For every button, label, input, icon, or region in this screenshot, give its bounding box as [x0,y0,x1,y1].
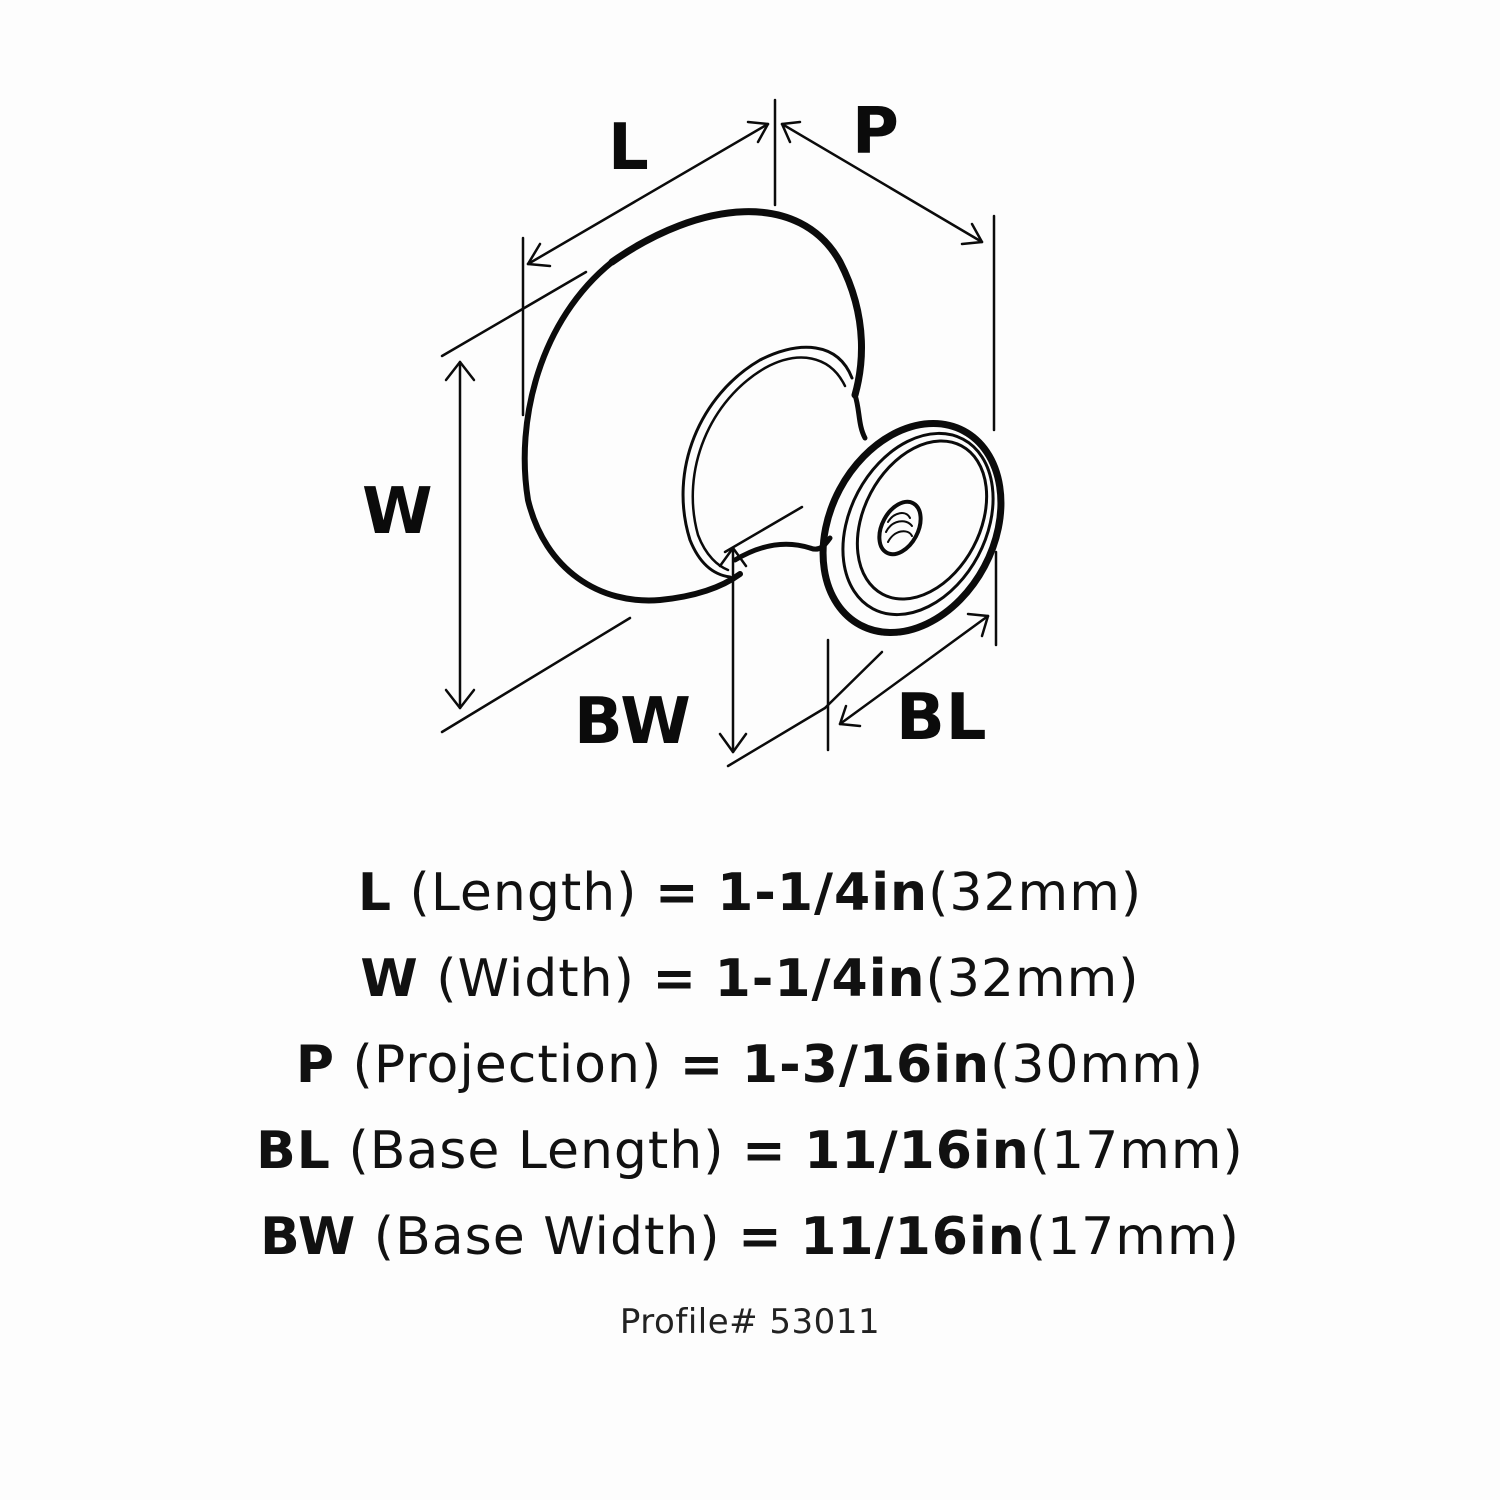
spec-inches: 1-1/4in [717,863,929,923]
spec-code: W [360,949,419,1009]
spec-row-width: W (Width) = 1-1/4in(32mm) [0,936,1500,1022]
spec-row-projection: P (Projection) = 1-3/16in(30mm) [0,1022,1500,1108]
spec-name: (Projection) [352,1035,663,1095]
dimension-p-icon [780,120,996,432]
spec-code: P [295,1035,335,1095]
spec-equals: = [655,863,700,923]
spec-mm: (32mm) [928,863,1143,923]
spec-mm: (17mm) [1025,1207,1240,1267]
spec-row-base-width: BW (Base Width) = 11/16in(17mm) [0,1194,1500,1280]
spec-inches: 11/16in [800,1207,1026,1267]
spec-name: (Width) [436,949,635,1009]
spec-mm: (32mm) [925,949,1140,1009]
profile-number: Profile# 53011 [619,1302,881,1342]
spec-code: BL [256,1121,331,1181]
label-bw: BW [574,685,692,759]
spec-row-length: L (Length) = 1-1/4in(32mm) [0,850,1500,936]
spec-equals: = [679,1035,725,1095]
dimension-bw-icon [718,505,827,768]
spec-row-base-length: BL (Base Length) = 11/16in(17mm) [0,1108,1500,1194]
knob-line-art [440,98,1005,768]
spec-equals: = [738,1207,783,1267]
spec-inches: 1-3/16in [741,1035,991,1095]
spec-name: (Base Width) [373,1207,721,1267]
dimension-bl-icon [823,550,998,752]
spec-name: (Length) [409,863,638,923]
dimension-spec-list: L (Length) = 1-1/4in(32mm) W (Width) = 1… [0,850,1500,1280]
knob-dimension-drawing: L P W BW BL [362,95,1005,768]
label-l: L [608,111,650,185]
spec-code: BW [260,1207,357,1267]
dimension-l-icon [440,98,777,417]
knob-base-icon [819,420,1005,636]
spec-name: (Base Length) [348,1121,725,1181]
label-p: P [852,95,900,169]
label-bl: BL [896,681,988,755]
dimension-w-icon [440,360,632,734]
knob-head-icon [521,208,868,604]
spec-inches: 1-1/4in [714,949,926,1009]
spec-mm: (30mm) [990,1035,1205,1095]
spec-inches: 11/16in [804,1121,1030,1181]
spec-equals: = [742,1121,787,1181]
spec-code: L [357,863,392,923]
spec-equals: = [652,949,698,1009]
label-w: W [362,475,434,549]
spec-mm: (17mm) [1029,1121,1244,1181]
